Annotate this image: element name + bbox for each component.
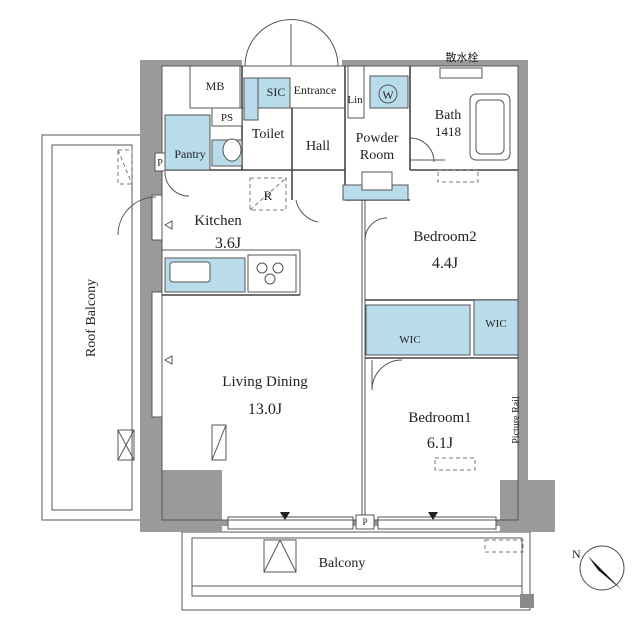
p-label-bottom: P bbox=[362, 517, 367, 527]
mb-label: MB bbox=[206, 79, 225, 93]
p-label-left: P bbox=[157, 158, 163, 169]
north-arrow-icon: N bbox=[572, 545, 625, 591]
powder-room-label-line1: Powder bbox=[356, 131, 399, 146]
roof-balcony-area bbox=[41, 134, 143, 521]
entrance-label: Entrance bbox=[294, 83, 337, 97]
bedroom2-label: Bedroom2 bbox=[413, 229, 476, 245]
picture-rail-label: Picture Rail bbox=[511, 396, 522, 444]
toilet-label: Toilet bbox=[252, 127, 285, 142]
bath-label: Bath bbox=[435, 108, 461, 123]
kitchen-label: Kitchen bbox=[194, 213, 242, 229]
balcony-label: Balcony bbox=[319, 556, 366, 571]
r-label: R bbox=[264, 188, 273, 203]
roof-balcony-label: Roof Balcony bbox=[84, 279, 99, 357]
powder-room-label-line2: Room bbox=[360, 148, 394, 163]
kitchen-size: 3.6J bbox=[215, 235, 241, 252]
bedroom1-size: 6.1J bbox=[427, 435, 453, 452]
hydrant-label: 散水栓 bbox=[446, 50, 479, 64]
bath-size: 1418 bbox=[435, 124, 461, 139]
room-labels: MB SIC Entrance Lin W Bath 1418 PS Toile… bbox=[84, 50, 522, 571]
washer-label: W bbox=[382, 88, 394, 102]
living-dining-size: 13.0J bbox=[248, 401, 282, 418]
wic-left-label: WIC bbox=[399, 334, 420, 346]
lin-label: Lin bbox=[347, 94, 363, 106]
fixtures bbox=[154, 65, 519, 530]
living-dining-label: Living Dining bbox=[222, 374, 308, 390]
north-label: N bbox=[572, 547, 581, 561]
wic-right-label: WIC bbox=[485, 318, 506, 330]
balcony-area bbox=[181, 531, 534, 611]
ps-label: PS bbox=[221, 112, 233, 124]
pantry-label: Pantry bbox=[174, 147, 205, 161]
bedroom1-label: Bedroom1 bbox=[408, 410, 471, 426]
bedroom2-size: 4.4J bbox=[432, 255, 458, 272]
hall-label: Hall bbox=[306, 139, 330, 154]
sic-label: SIC bbox=[267, 85, 286, 99]
doors bbox=[117, 19, 435, 391]
